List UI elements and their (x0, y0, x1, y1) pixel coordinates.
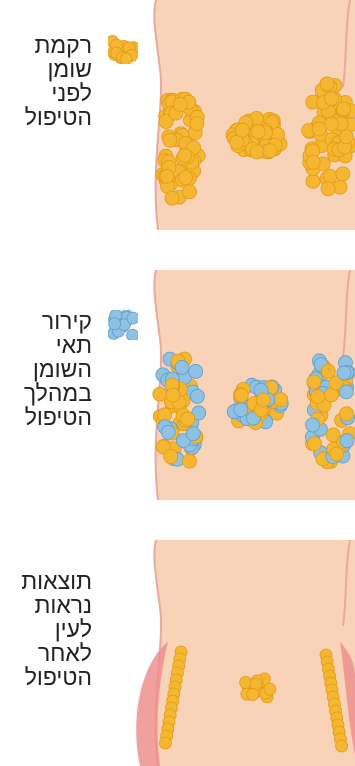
fat-cell (263, 144, 277, 158)
fat-cell (166, 388, 180, 402)
fat-cell (178, 148, 192, 162)
fat-cell (179, 171, 193, 185)
fat-cell (173, 98, 187, 112)
fat-cell (306, 155, 320, 169)
fat-cell (181, 412, 195, 426)
fat-cell (235, 123, 249, 137)
cooled-fat-cell (337, 366, 351, 380)
fat-cell (165, 191, 179, 205)
body-illustration-before (0, 0, 355, 230)
fat-cell (182, 185, 196, 199)
cooled-fat-cell (189, 364, 203, 378)
fat-cell (323, 169, 337, 183)
cooled-fat-cell (234, 403, 248, 417)
panel-after: תוצאות נראות לעין לאחר הטיפול (0, 540, 355, 766)
fat-cell (256, 393, 270, 407)
fat-cell (264, 683, 276, 695)
fat-cell (160, 169, 174, 183)
fat-cell (312, 122, 326, 136)
fat-cell (164, 449, 178, 463)
fat-cell (336, 167, 350, 181)
fat-cell (307, 375, 321, 389)
fat-cell (306, 174, 320, 188)
fat-cell (163, 133, 177, 147)
cooled-fat-cell (306, 418, 320, 432)
fat-cell (250, 145, 264, 159)
fat-cell (274, 393, 288, 407)
body-illustration-during (0, 270, 355, 500)
panel-before: רקמת שומן לפני הטיפול (0, 0, 355, 230)
panel-during: קירור תאי השומן במהלך הטיפול (0, 270, 355, 500)
fat-cluster-left (153, 352, 206, 468)
fat-cluster-center (240, 673, 276, 703)
cooled-fat-cell (340, 434, 354, 448)
cooled-fat-cell (175, 360, 189, 374)
fat-cell (182, 454, 196, 468)
body-illustration-after (0, 540, 355, 766)
fat-cell (320, 77, 334, 91)
fat-cell (159, 737, 171, 749)
fat-cell (336, 740, 348, 752)
fat-cell (339, 130, 353, 144)
cooled-fat-cell (161, 425, 175, 439)
fat-cell (251, 125, 265, 139)
fat-cell (340, 407, 354, 421)
fat-cell (234, 388, 248, 402)
fat-cell (247, 688, 259, 700)
fat-cell (325, 92, 339, 106)
fat-cell (311, 390, 325, 404)
fat-cell (321, 364, 335, 378)
fat-cell (337, 102, 351, 116)
fat-cell (308, 437, 322, 451)
fat-cell (190, 117, 204, 131)
fat-cell (321, 182, 335, 196)
cooled-fat-cell (339, 385, 353, 399)
cooled-fat-cell (190, 389, 204, 403)
cooled-fat-cell (186, 427, 200, 441)
